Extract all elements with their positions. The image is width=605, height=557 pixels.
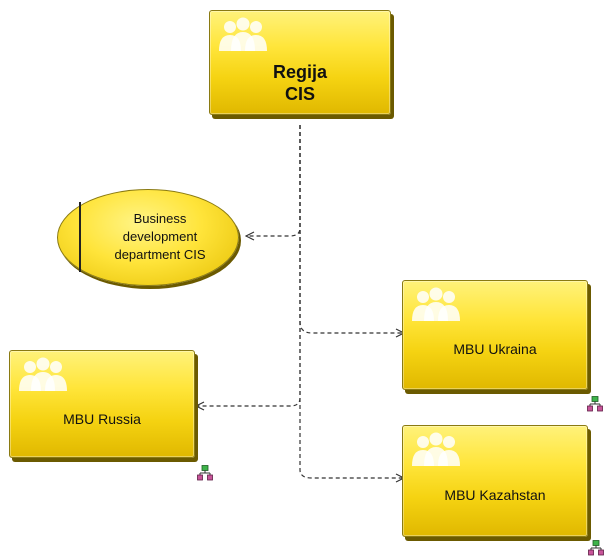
bizdev-label-line3: department CIS bbox=[114, 247, 206, 262]
root-title-line2: CIS bbox=[284, 84, 315, 104]
people-group-icon bbox=[412, 287, 460, 321]
bizdev-label-line1: Business bbox=[133, 211, 187, 226]
org-chart-icon[interactable] bbox=[588, 540, 604, 556]
ellipse-left-bar bbox=[79, 202, 81, 272]
ukraina-label: MBU Ukraina bbox=[453, 341, 537, 357]
org-chart-icon[interactable] bbox=[197, 465, 213, 481]
org-unit-mbu-kazahstan[interactable]: MBU Kazahstan bbox=[402, 425, 588, 537]
bizdev-label-line2: development bbox=[122, 229, 198, 244]
people-group-icon bbox=[219, 17, 267, 51]
org-unit-regija-cis[interactable]: Regija CIS bbox=[209, 10, 391, 115]
kazahstan-label: MBU Kazahstan bbox=[444, 487, 546, 503]
russia-label: MBU Russia bbox=[63, 411, 141, 427]
people-group-icon bbox=[19, 357, 67, 391]
root-title-line1: Regija bbox=[272, 62, 328, 82]
org-unit-mbu-russia[interactable]: MBU Russia bbox=[9, 350, 195, 458]
connector-root-kazahstan bbox=[299, 125, 404, 478]
connector-root-ukraina bbox=[299, 125, 404, 333]
connector-root-bizdev bbox=[246, 125, 301, 236]
org-unit-business-development[interactable]: Business development department CIS bbox=[57, 189, 239, 286]
org-chart-icon[interactable] bbox=[587, 396, 603, 412]
org-unit-mbu-ukraina[interactable]: MBU Ukraina bbox=[402, 280, 588, 390]
people-group-icon bbox=[412, 432, 460, 466]
